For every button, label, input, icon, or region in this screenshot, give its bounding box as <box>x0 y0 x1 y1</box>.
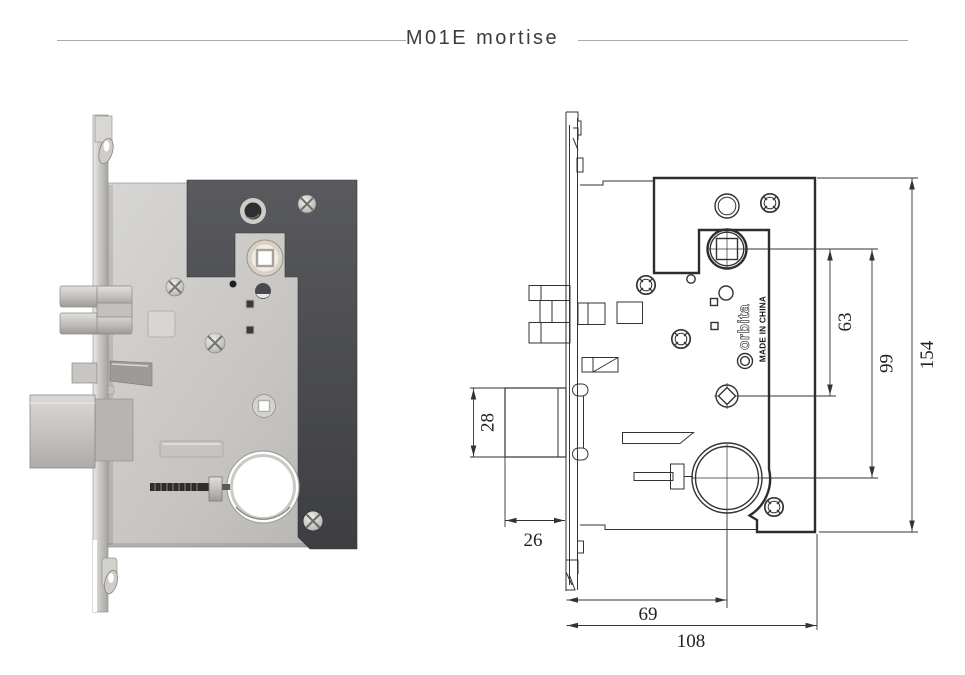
photo-emboss-slot <box>159 440 224 458</box>
photo-half-hole <box>255 283 271 299</box>
dim-69: 69 <box>566 512 728 625</box>
drawing-mounting-plate <box>652 176 817 534</box>
drawing-screw-left <box>635 274 657 296</box>
dim-99-label: 99 <box>877 354 898 373</box>
dim-28-label: 28 <box>478 413 499 432</box>
photo-guard-bolt <box>71 360 153 387</box>
dim-26: 26 <box>504 457 565 551</box>
photo-faceplate <box>92 114 118 613</box>
photo-top-hole <box>240 198 266 224</box>
made-in-china-text: MADE IN CHINA <box>758 296 768 362</box>
product-photo <box>29 114 358 613</box>
dim-99: 99 <box>762 249 898 479</box>
photo-spindle-hub <box>246 239 284 277</box>
drawing-screw-corner <box>763 496 785 518</box>
photo-latch-bolt <box>59 285 133 335</box>
drawing-deadbolt <box>504 387 567 458</box>
drawing-lever <box>633 463 693 490</box>
drawing-spindle-hub <box>706 228 748 270</box>
drawing-screw-top <box>759 192 781 214</box>
drawing-mechanism-blocks <box>577 301 643 373</box>
photo-screw-mid-left <box>165 277 185 297</box>
drawing-latch-bolt <box>528 285 571 344</box>
technical-drawing: orbita MADE IN CHINA <box>470 111 938 652</box>
photo-square-hole-1 <box>245 299 255 309</box>
drawing-screw-center <box>670 328 692 350</box>
title-rule-left <box>57 40 406 41</box>
drawing-cylinder-hole <box>691 442 763 514</box>
dim-63-label: 63 <box>835 313 856 332</box>
title-rule-right <box>578 40 908 41</box>
photo-emboss-square <box>147 310 176 338</box>
drawing-faceplate <box>565 111 584 591</box>
photo-cylinder-hole <box>226 450 300 524</box>
photo-screw-corner <box>302 510 324 532</box>
dim-108-label: 108 <box>677 631 706 652</box>
photo-pin-dot <box>229 280 237 288</box>
photo-square-hole-2 <box>245 325 255 335</box>
dim-26-label: 26 <box>524 530 543 551</box>
drawing-diamond-screw <box>714 383 740 409</box>
photo-adjuster-rod <box>150 476 230 502</box>
page-title: M01E mortise <box>405 27 560 49</box>
dim-69-label: 69 <box>639 604 658 625</box>
photo-square-collar <box>252 394 276 418</box>
dim-154-label: 154 <box>917 340 938 369</box>
dim-63: 63 <box>739 248 878 397</box>
brand-logo-text: orbita <box>736 304 753 350</box>
photo-deadbolt <box>29 394 134 469</box>
photo-screw-center <box>204 332 226 354</box>
dim-108: 108 <box>566 534 818 652</box>
drawing-case-outline <box>580 180 756 530</box>
photo-dark-plate <box>186 179 358 550</box>
drawing-pivot-capsules <box>572 383 589 461</box>
drawing-top-hole <box>714 193 740 219</box>
photo-screw-top-right <box>297 194 317 214</box>
drawing-brand-cluster: orbita MADE IN CHINA <box>709 285 768 370</box>
dim-154: 154 <box>817 177 938 533</box>
drawing-pin-hole <box>686 274 696 284</box>
drawing-emboss-slot <box>622 432 695 444</box>
dim-28: 28 <box>470 387 505 458</box>
